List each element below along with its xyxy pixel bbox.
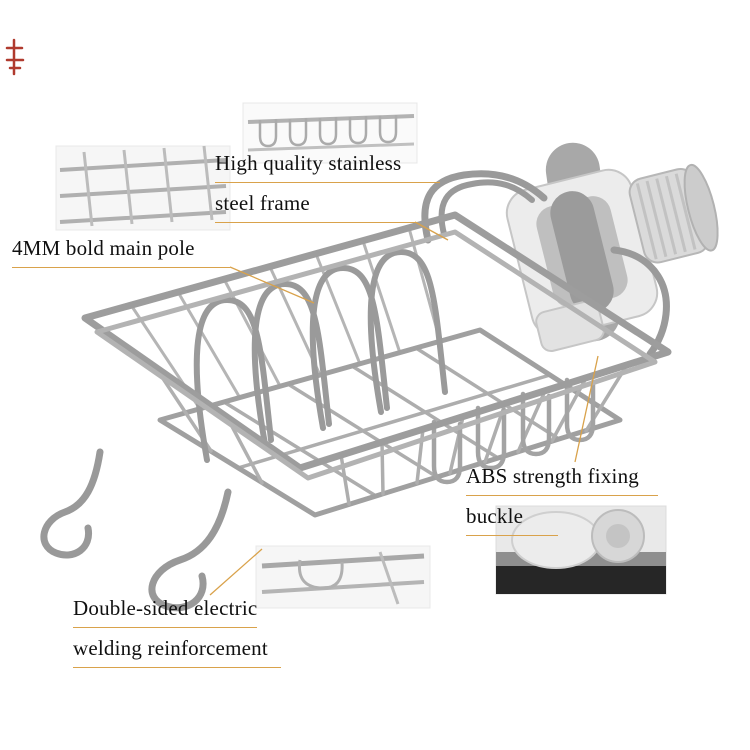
- label-fixing-buckle: ABS strength fixing buckle: [466, 466, 658, 546]
- secondary-rim: [94, 229, 658, 481]
- label-fixing-buckle-line2: buckle: [466, 506, 558, 536]
- clamp-screw-knob: [628, 163, 719, 264]
- inset-photo-wire-grid: [55, 145, 231, 231]
- label-welding-line1: Double-sided electric: [73, 598, 258, 628]
- hanging-hooks: [40, 448, 232, 612]
- leader-lines: [209, 221, 599, 596]
- label-fixing-buckle-line1: ABS strength fixing: [466, 466, 658, 496]
- label-stainless-frame: High quality stainless steel frame: [215, 153, 440, 233]
- divider-arches: [193, 249, 448, 463]
- inset-photo-welding: [255, 545, 431, 609]
- label-stainless-frame-line2: steel frame: [215, 193, 415, 223]
- back-face-wires: [129, 226, 442, 411]
- inset-photo-buckle: [495, 505, 667, 595]
- red-seal-mark: [5, 38, 25, 76]
- inset-photo-top-rail: [242, 102, 418, 164]
- steel-rack-frame: [40, 170, 672, 612]
- label-main-pole-line1: 4MM bold main pole: [12, 238, 230, 268]
- faucet-clamp-buckle: [505, 142, 719, 353]
- label-welding-line2: welding reinforcement: [73, 638, 281, 668]
- label-stainless-frame-line1: High quality stainless: [215, 153, 440, 183]
- bottom-grid-wires: [222, 346, 561, 498]
- main-pole-rim: [81, 211, 672, 472]
- label-welding: Double-sided electric welding reinforcem…: [73, 598, 281, 678]
- label-main-pole: 4MM bold main pole: [12, 238, 230, 278]
- hanger-loop: [421, 170, 670, 358]
